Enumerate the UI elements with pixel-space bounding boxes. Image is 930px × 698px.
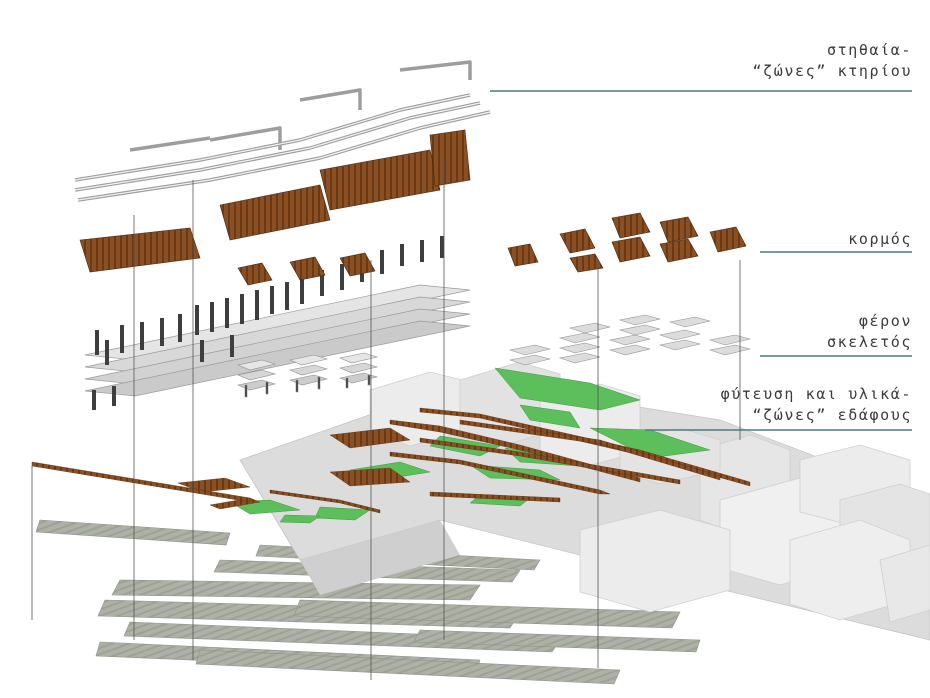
label-core-line-1: κορμός [848, 230, 912, 248]
core-module-row-mid [219, 184, 331, 241]
vertical-guide-lines [31, 160, 741, 680]
ground-platform-layer [31, 361, 930, 685]
label-structure: φέρον σκελετός [827, 311, 912, 353]
small-structure-units-right [508, 314, 751, 366]
structure-layer [84, 236, 751, 410]
label-ground-line-1: φύτευση και υλικά- [720, 385, 912, 403]
core-layer [79, 129, 747, 286]
label-structure-line-1: φέρον [858, 312, 912, 330]
core-module-row-right [319, 149, 441, 211]
label-facades-line-2: “ζώνες” κτηρίου [752, 62, 912, 80]
label-ground: φύτευση και υλικά- “ζώνες” εδάφους [721, 384, 912, 426]
label-ground-line-2: “ζώνες” εδάφους [752, 406, 912, 424]
columns [92, 236, 444, 410]
material-zones [31, 407, 751, 514]
plate-edge [300, 520, 460, 595]
core-small-modules [237, 212, 747, 286]
label-structure-line-2: σκελετός [826, 333, 912, 351]
leader-lines [490, 90, 912, 431]
label-facades: στηθαία- “ζώνες” κτηρίου [753, 40, 912, 82]
core-module-row-left [79, 227, 201, 273]
label-core: κορμός [848, 229, 912, 250]
label-facades-line-1: στηθαία- [826, 41, 912, 59]
small-structure-units-left [236, 352, 379, 398]
